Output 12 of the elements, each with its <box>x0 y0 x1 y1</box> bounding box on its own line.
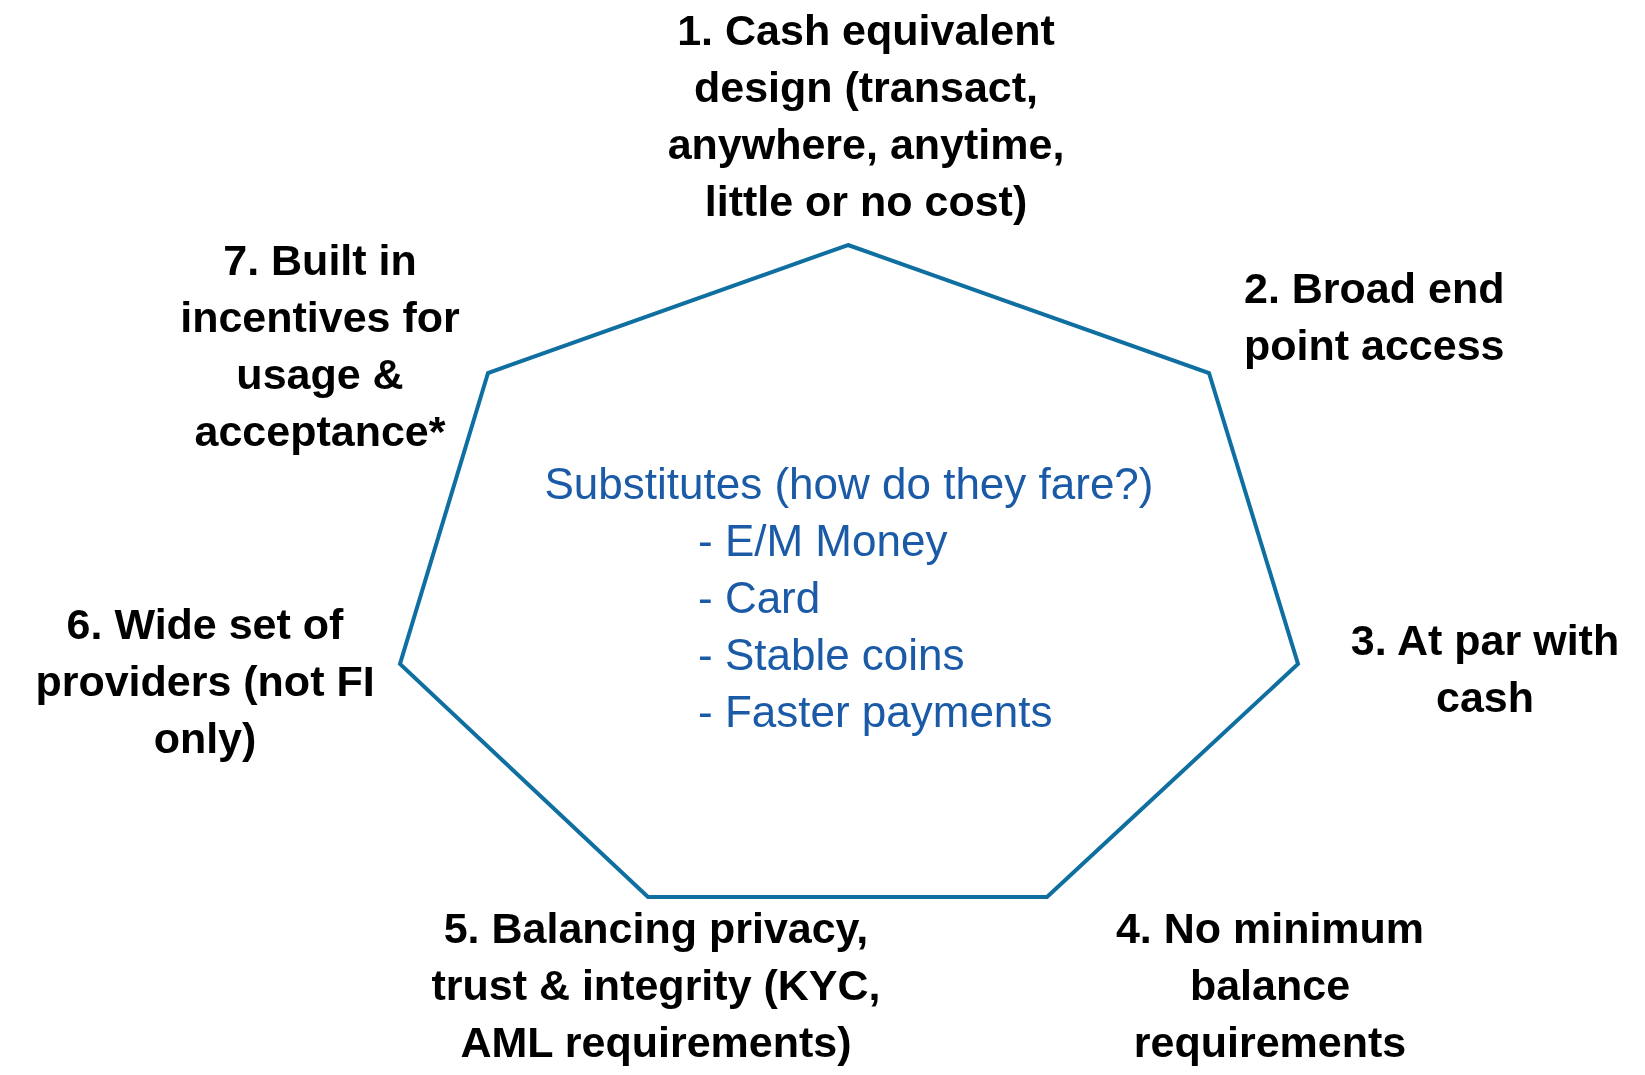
principle-label: 6. Wide set of providers (not FI only) <box>34 599 376 764</box>
principle-label: 4. No minimum balance requirements <box>1114 903 1426 1068</box>
principle-label: 1. Cash equivalent design (transact, anywhere, anytime, little or no cost) <box>666 5 1066 227</box>
list-item: - E/M Money <box>698 515 948 567</box>
list-item: - Stable coins <box>698 629 965 681</box>
list-item: - Faster payments <box>698 686 1053 738</box>
principle-label: 2. Broad end point access <box>1244 263 1506 371</box>
principle-label: 7. Built in incentives for usage & acceptance* <box>179 235 461 457</box>
list-item: - Card <box>698 572 821 624</box>
principle-label: 3. At par with cash <box>1349 615 1621 723</box>
principle-label: 5. Balancing privacy, trust & integrity (KYC, AML requirements) <box>430 903 882 1068</box>
center-heading: Substitutes (how do they fare?) <box>544 458 1154 510</box>
